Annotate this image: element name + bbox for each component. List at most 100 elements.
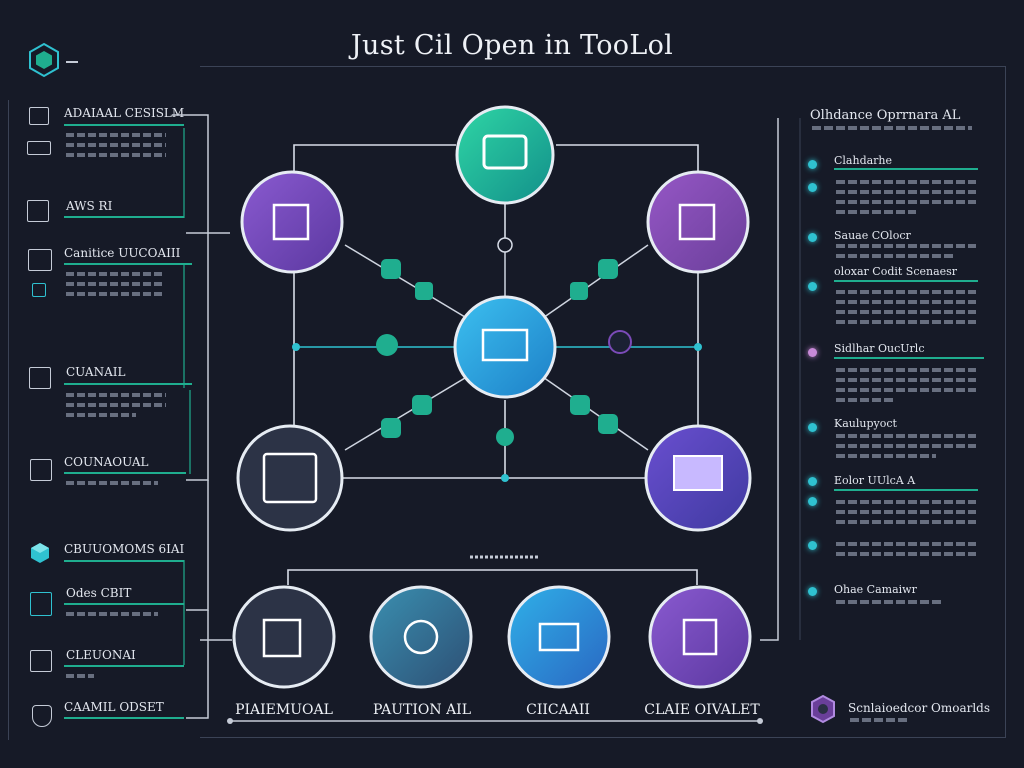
bullet-dot bbox=[808, 282, 817, 291]
node-top-left[interactable] bbox=[242, 172, 342, 272]
right-panel-title: Olhdance Oprrnara AL bbox=[810, 108, 961, 123]
right-item-desc bbox=[836, 290, 976, 294]
frame-bottom-line bbox=[200, 737, 1006, 738]
cube-icon[interactable] bbox=[28, 541, 52, 569]
left-item-title: ADAIAAL CESISLM bbox=[64, 106, 185, 120]
right-item-desc bbox=[836, 180, 976, 184]
right-item-underline bbox=[834, 168, 978, 170]
left-item-underline bbox=[64, 124, 184, 126]
left-item-desc bbox=[66, 292, 164, 296]
right-item-desc bbox=[836, 200, 976, 204]
bullet-dot bbox=[808, 477, 817, 486]
right-item-title: Sauae COlocr bbox=[834, 229, 911, 242]
left-item-desc bbox=[66, 413, 136, 417]
left-item-title: Canitice UUCOAIII bbox=[64, 246, 181, 260]
left-item-desc bbox=[66, 612, 158, 616]
bullet-dot bbox=[808, 233, 817, 242]
node-bottom-3[interactable] bbox=[509, 587, 609, 687]
right-item-desc bbox=[836, 388, 976, 392]
page-title: Just Cil Open in TooLol bbox=[350, 30, 674, 61]
node-top-right[interactable] bbox=[648, 172, 748, 272]
left-item-desc bbox=[66, 133, 166, 137]
right-item-desc bbox=[836, 500, 976, 504]
right-panel-footer: Scnlaioedcor Omoarlds bbox=[848, 701, 991, 715]
right-item-desc bbox=[836, 552, 976, 556]
bullet-dot bbox=[808, 423, 817, 432]
right-item-desc bbox=[836, 434, 976, 438]
left-item-title: AWS RI bbox=[66, 199, 113, 213]
left-item-underline bbox=[64, 665, 184, 667]
left-item-desc bbox=[66, 674, 94, 678]
right-item-title: Kaulupyoct bbox=[834, 417, 897, 430]
right-item-title: Eolor UUlcA A bbox=[834, 474, 916, 487]
right-item-title: Sidlhar OuсUrlc bbox=[834, 342, 925, 355]
bullet-dot bbox=[808, 160, 817, 169]
right-item-desc bbox=[836, 378, 976, 382]
right-item-desc bbox=[836, 454, 936, 458]
node-mid-right[interactable] bbox=[646, 426, 750, 530]
left-item-underline bbox=[64, 560, 184, 562]
bullet-dot bbox=[808, 348, 817, 357]
left-item-desc bbox=[66, 282, 164, 286]
right-item-title: oloxar Codit Scenaesr bbox=[834, 265, 958, 278]
right-item-underline bbox=[834, 280, 978, 282]
right-item-underline bbox=[834, 489, 978, 491]
right-item-desc bbox=[836, 600, 942, 604]
left-item-underline bbox=[64, 263, 192, 265]
left-item-title: CUANAIL bbox=[66, 365, 126, 379]
frame-right-line bbox=[1005, 66, 1006, 738]
left-item-desc bbox=[66, 153, 166, 157]
left-item-desc bbox=[66, 143, 166, 147]
left-item-underline bbox=[64, 383, 192, 385]
right-item-desc bbox=[836, 244, 976, 248]
right-item-desc bbox=[836, 320, 976, 324]
left-item-underline bbox=[64, 472, 186, 474]
right-item-desc bbox=[836, 254, 956, 258]
node-center[interactable] bbox=[455, 297, 555, 397]
hexagon-icon[interactable] bbox=[810, 694, 836, 728]
right-panel-desc bbox=[812, 126, 972, 130]
left-item-underline bbox=[64, 717, 184, 719]
right-item-desc bbox=[836, 210, 916, 214]
left-item-desc bbox=[66, 403, 166, 407]
right-footer-desc bbox=[850, 718, 910, 722]
shield-icon[interactable] bbox=[32, 705, 52, 727]
keyboard-icon[interactable] bbox=[29, 107, 49, 125]
right-item-desc bbox=[836, 368, 976, 372]
window-icon[interactable] bbox=[28, 249, 52, 271]
left-item-underline bbox=[64, 216, 184, 218]
chip-icon[interactable] bbox=[30, 592, 52, 616]
left-item-title: CBUUOMOMS 6IAI bbox=[64, 542, 185, 556]
node-top-center[interactable] bbox=[457, 107, 553, 203]
bottom-node-label: CLAIE OIVALET bbox=[644, 702, 760, 718]
left-item-title: COUNAOUAL bbox=[64, 455, 149, 469]
edit-icon[interactable] bbox=[29, 367, 51, 389]
bullet-dot bbox=[808, 541, 817, 550]
node-bottom-4[interactable] bbox=[650, 587, 750, 687]
right-item-desc bbox=[836, 190, 976, 194]
app-logo-icon[interactable] bbox=[26, 42, 62, 78]
bottom-node-label: CIICAAII bbox=[526, 702, 590, 718]
link-icon[interactable] bbox=[32, 283, 46, 297]
node-mid-left[interactable] bbox=[238, 426, 342, 530]
server-rack-icon[interactable] bbox=[27, 200, 49, 222]
database-icon[interactable] bbox=[30, 459, 52, 481]
node-bottom-1[interactable] bbox=[234, 587, 334, 687]
left-item-title: CAAMIL ODSET bbox=[64, 700, 164, 714]
frame-left-line bbox=[8, 100, 9, 740]
folder-icon[interactable] bbox=[27, 141, 51, 155]
right-item-desc bbox=[836, 444, 976, 448]
bullet-dot bbox=[808, 587, 817, 596]
right-item-desc bbox=[836, 520, 976, 524]
right-item-desc bbox=[836, 510, 976, 514]
left-item-title: Odes CBIT bbox=[66, 586, 132, 600]
node-bottom-2[interactable] bbox=[371, 587, 471, 687]
right-item-desc bbox=[836, 310, 976, 314]
right-item-underline bbox=[834, 357, 984, 359]
right-item-desc bbox=[836, 542, 976, 546]
right-item-title: Ohae Camaiwr bbox=[834, 583, 917, 596]
grid-icon[interactable] bbox=[30, 650, 52, 672]
bullet-dot bbox=[808, 183, 817, 192]
left-item-title: CLEUONAI bbox=[66, 648, 136, 662]
